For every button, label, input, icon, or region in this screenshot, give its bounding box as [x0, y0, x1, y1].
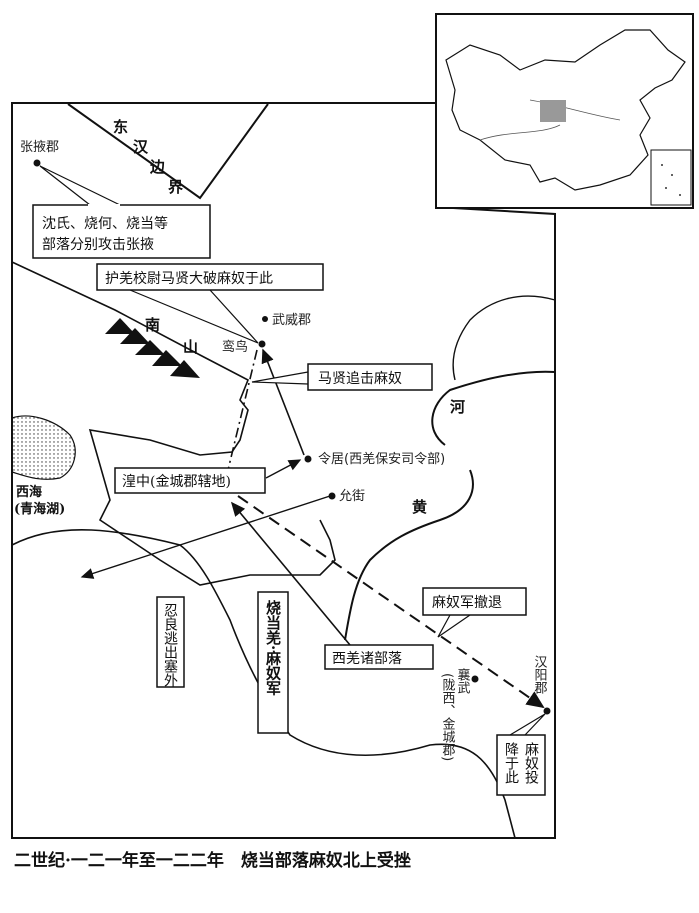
place-wuwei: 武威郡 [262, 313, 311, 328]
svg-text:张掖郡: 张掖郡 [20, 140, 59, 155]
callout-attack-zhangye: 沈氏、烧何、烧当等 部落分别攻击张掖 [32, 165, 211, 259]
river-label-huang: 黄 [412, 498, 427, 516]
svg-text:部落分别攻击张掖: 部落分别攻击张掖 [42, 237, 154, 253]
svg-text:汉阳郡: 汉阳郡 [532, 655, 548, 695]
map-caption: 二世纪·一二一年至一二二年 烧当部落麻奴北上受挫 [14, 850, 411, 871]
mountain-icon [105, 318, 200, 378]
route-xiqiang [230, 501, 351, 646]
han-border-label: 东 汉 边 界 [113, 118, 183, 196]
svg-text:沈氏、烧何、烧当等: 沈氏、烧何、烧当等 [42, 215, 168, 232]
svg-text:麻奴军撤退: 麻奴军撤退 [432, 594, 502, 611]
boundary-line-east [452, 295, 556, 381]
place-hanyang: 汉阳郡 [532, 655, 551, 715]
route-maxian-pursue [261, 348, 305, 456]
callout-pursue: 马贤追击麻奴 [251, 363, 433, 391]
svg-text:武威郡: 武威郡 [272, 313, 311, 328]
place-xiangwu: 襄武 (陇西、金城郡) [440, 667, 479, 761]
svg-text:襄武: 襄武 [455, 667, 471, 694]
svg-text:湟中(金城郡辖地): 湟中(金城郡辖地) [122, 474, 231, 490]
boundary-line [11, 261, 336, 586]
map-frame [11, 102, 556, 839]
callout-shaodang: 烧当羌·麻奴军 [257, 591, 289, 734]
callout-defeat: 护羌校尉马贤大破麻奴于此 [96, 263, 324, 344]
svg-text:烧当羌·麻奴军: 烧当羌·麻奴军 [264, 599, 282, 696]
svg-text:汉: 汉 [133, 138, 149, 156]
han-border-line [67, 103, 269, 200]
svg-text:允街: 允街 [339, 488, 365, 504]
svg-text:麻奴投: 麻奴投 [523, 742, 539, 785]
svg-text:鸾鸟: 鸾鸟 [222, 339, 248, 355]
mountain-label-nan: 南 [145, 316, 160, 334]
yellow-river [344, 370, 556, 641]
svg-text:(陇西、金城郡): (陇西、金城郡) [440, 673, 456, 761]
lake-label-sub: (青海湖) [14, 501, 65, 517]
callout-retreat: 麻奴军撤退 [422, 587, 527, 638]
callout-surrender: 麻奴投 降于此 [496, 713, 546, 796]
inset-china-map [435, 13, 694, 209]
svg-text:降于此: 降于此 [503, 742, 519, 784]
callout-renliang: 忍良逃出塞外 [156, 596, 185, 688]
lake-label: 西海 [16, 484, 42, 500]
inset-highlight-region [540, 100, 566, 122]
svg-text:忍良逃出塞外: 忍良逃出塞外 [162, 603, 178, 687]
callout-xiqiang: 西羌诸部落 [324, 644, 434, 670]
mountain-label-shan: 山 [183, 338, 198, 356]
svg-text:令居(西羌保安司令部): 令居(西羌保安司令部) [318, 452, 445, 467]
svg-text:东: 东 [113, 118, 128, 136]
svg-text:西羌诸部落: 西羌诸部落 [332, 651, 402, 667]
qinghai-lake [11, 415, 76, 480]
svg-text:边: 边 [149, 158, 166, 176]
route-renliang-escape [80, 495, 331, 579]
river-label-he: 河 [450, 398, 465, 416]
place-luanniao: 鸾鸟 [222, 339, 266, 355]
route-manu-retreat [237, 495, 545, 709]
place-lingju: 令居(西羌保安司令部) [304, 452, 445, 467]
svg-text:马贤追击麻奴: 马贤追击麻奴 [318, 370, 402, 387]
place-zhangye: 张掖郡 [20, 140, 59, 167]
svg-text:护羌校尉马贤大破麻奴于此: 护羌校尉马贤大破麻奴于此 [105, 270, 273, 287]
route-to-lingju [265, 459, 302, 479]
callout-huangzhong: 湟中(金城郡辖地) [114, 467, 266, 494]
place-yunjie: 允街 [328, 488, 365, 504]
route-dash-dot [227, 349, 258, 471]
svg-text:界: 界 [168, 178, 183, 196]
